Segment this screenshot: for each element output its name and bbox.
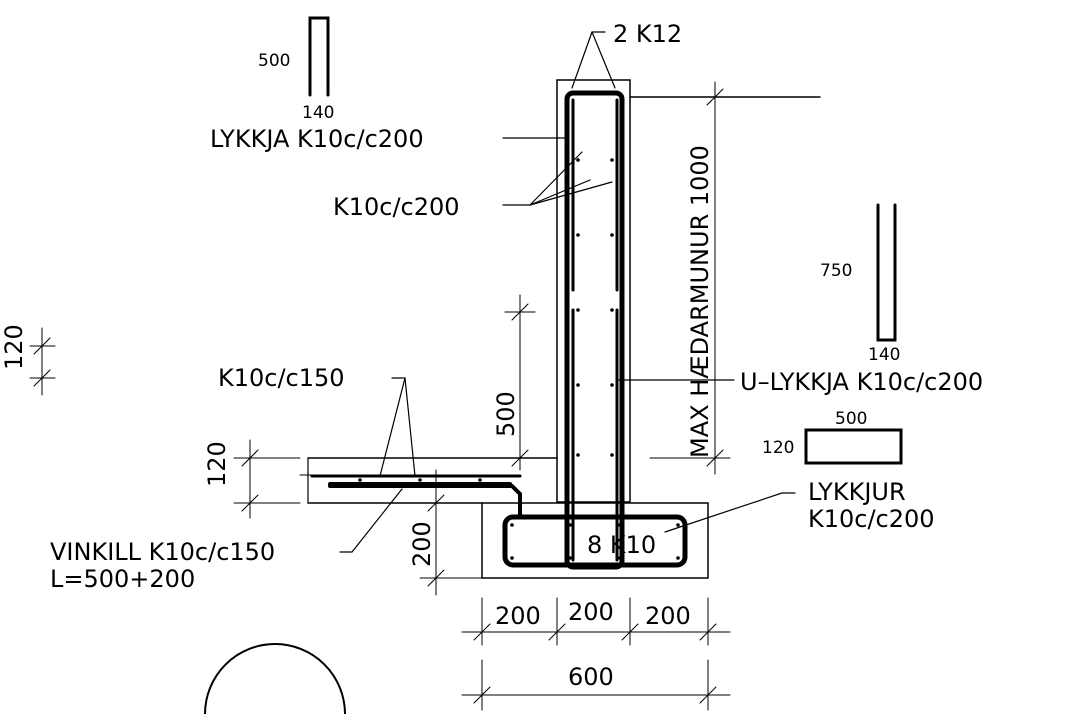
dim-500-wall: 500	[492, 391, 520, 437]
label-wall-bars: K10c/c200	[333, 193, 460, 221]
annotations: 2 K12 LYKKJA K10c/c200 K10c/c200 K10c/c1…	[0, 20, 983, 691]
dim-120-left: 120	[0, 324, 28, 370]
shape-c-height: 120	[762, 438, 794, 458]
dimension-lines	[29, 81, 731, 711]
leader-lines	[339, 31, 796, 553]
label-top-bars: 2 K12	[613, 20, 682, 48]
bending-shape-c	[804, 428, 903, 465]
label-max-height: MAX HÆDARMUNUR 1000	[686, 145, 714, 458]
bending-shape-a	[308, 16, 330, 97]
label-lykkjur-line1: LYKKJUR	[808, 478, 906, 506]
dim-600: 600	[568, 663, 614, 691]
bending-shape-b	[876, 203, 897, 342]
label-u-lykkja: U–LYKKJA K10c/c200	[740, 368, 983, 396]
dim-200-vertical: 200	[408, 521, 436, 567]
section-marker-arc	[204, 643, 346, 714]
slab-rebar	[310, 474, 522, 517]
label-vinkill-line2: L=500+200	[50, 565, 195, 593]
wall-outline	[556, 79, 631, 503]
shape-b-width: 140	[868, 345, 900, 365]
shape-a-width: 140	[302, 103, 334, 123]
label-vinkill-line1: VINKILL K10c/c150	[50, 538, 275, 566]
dim-200-b: 200	[568, 598, 614, 626]
label-footing-bars: 8 K10	[587, 531, 656, 559]
dim-200-a: 200	[495, 602, 541, 630]
footing-outline	[481, 502, 709, 579]
shape-a-height: 500	[258, 51, 290, 71]
bar-dots	[358, 158, 680, 560]
shape-b-height: 750	[820, 261, 852, 281]
dim-120-slab: 120	[203, 441, 231, 487]
label-slab-bars: K10c/c150	[218, 364, 345, 392]
dim-200-c: 200	[645, 602, 691, 630]
shape-c-width: 500	[835, 409, 867, 429]
label-lykkja: LYKKJA K10c/c200	[210, 125, 424, 153]
footing-rebar-loop	[502, 514, 688, 568]
wall-rebar-loop	[564, 90, 625, 570]
label-lykkjur-line2: K10c/c200	[808, 505, 935, 533]
